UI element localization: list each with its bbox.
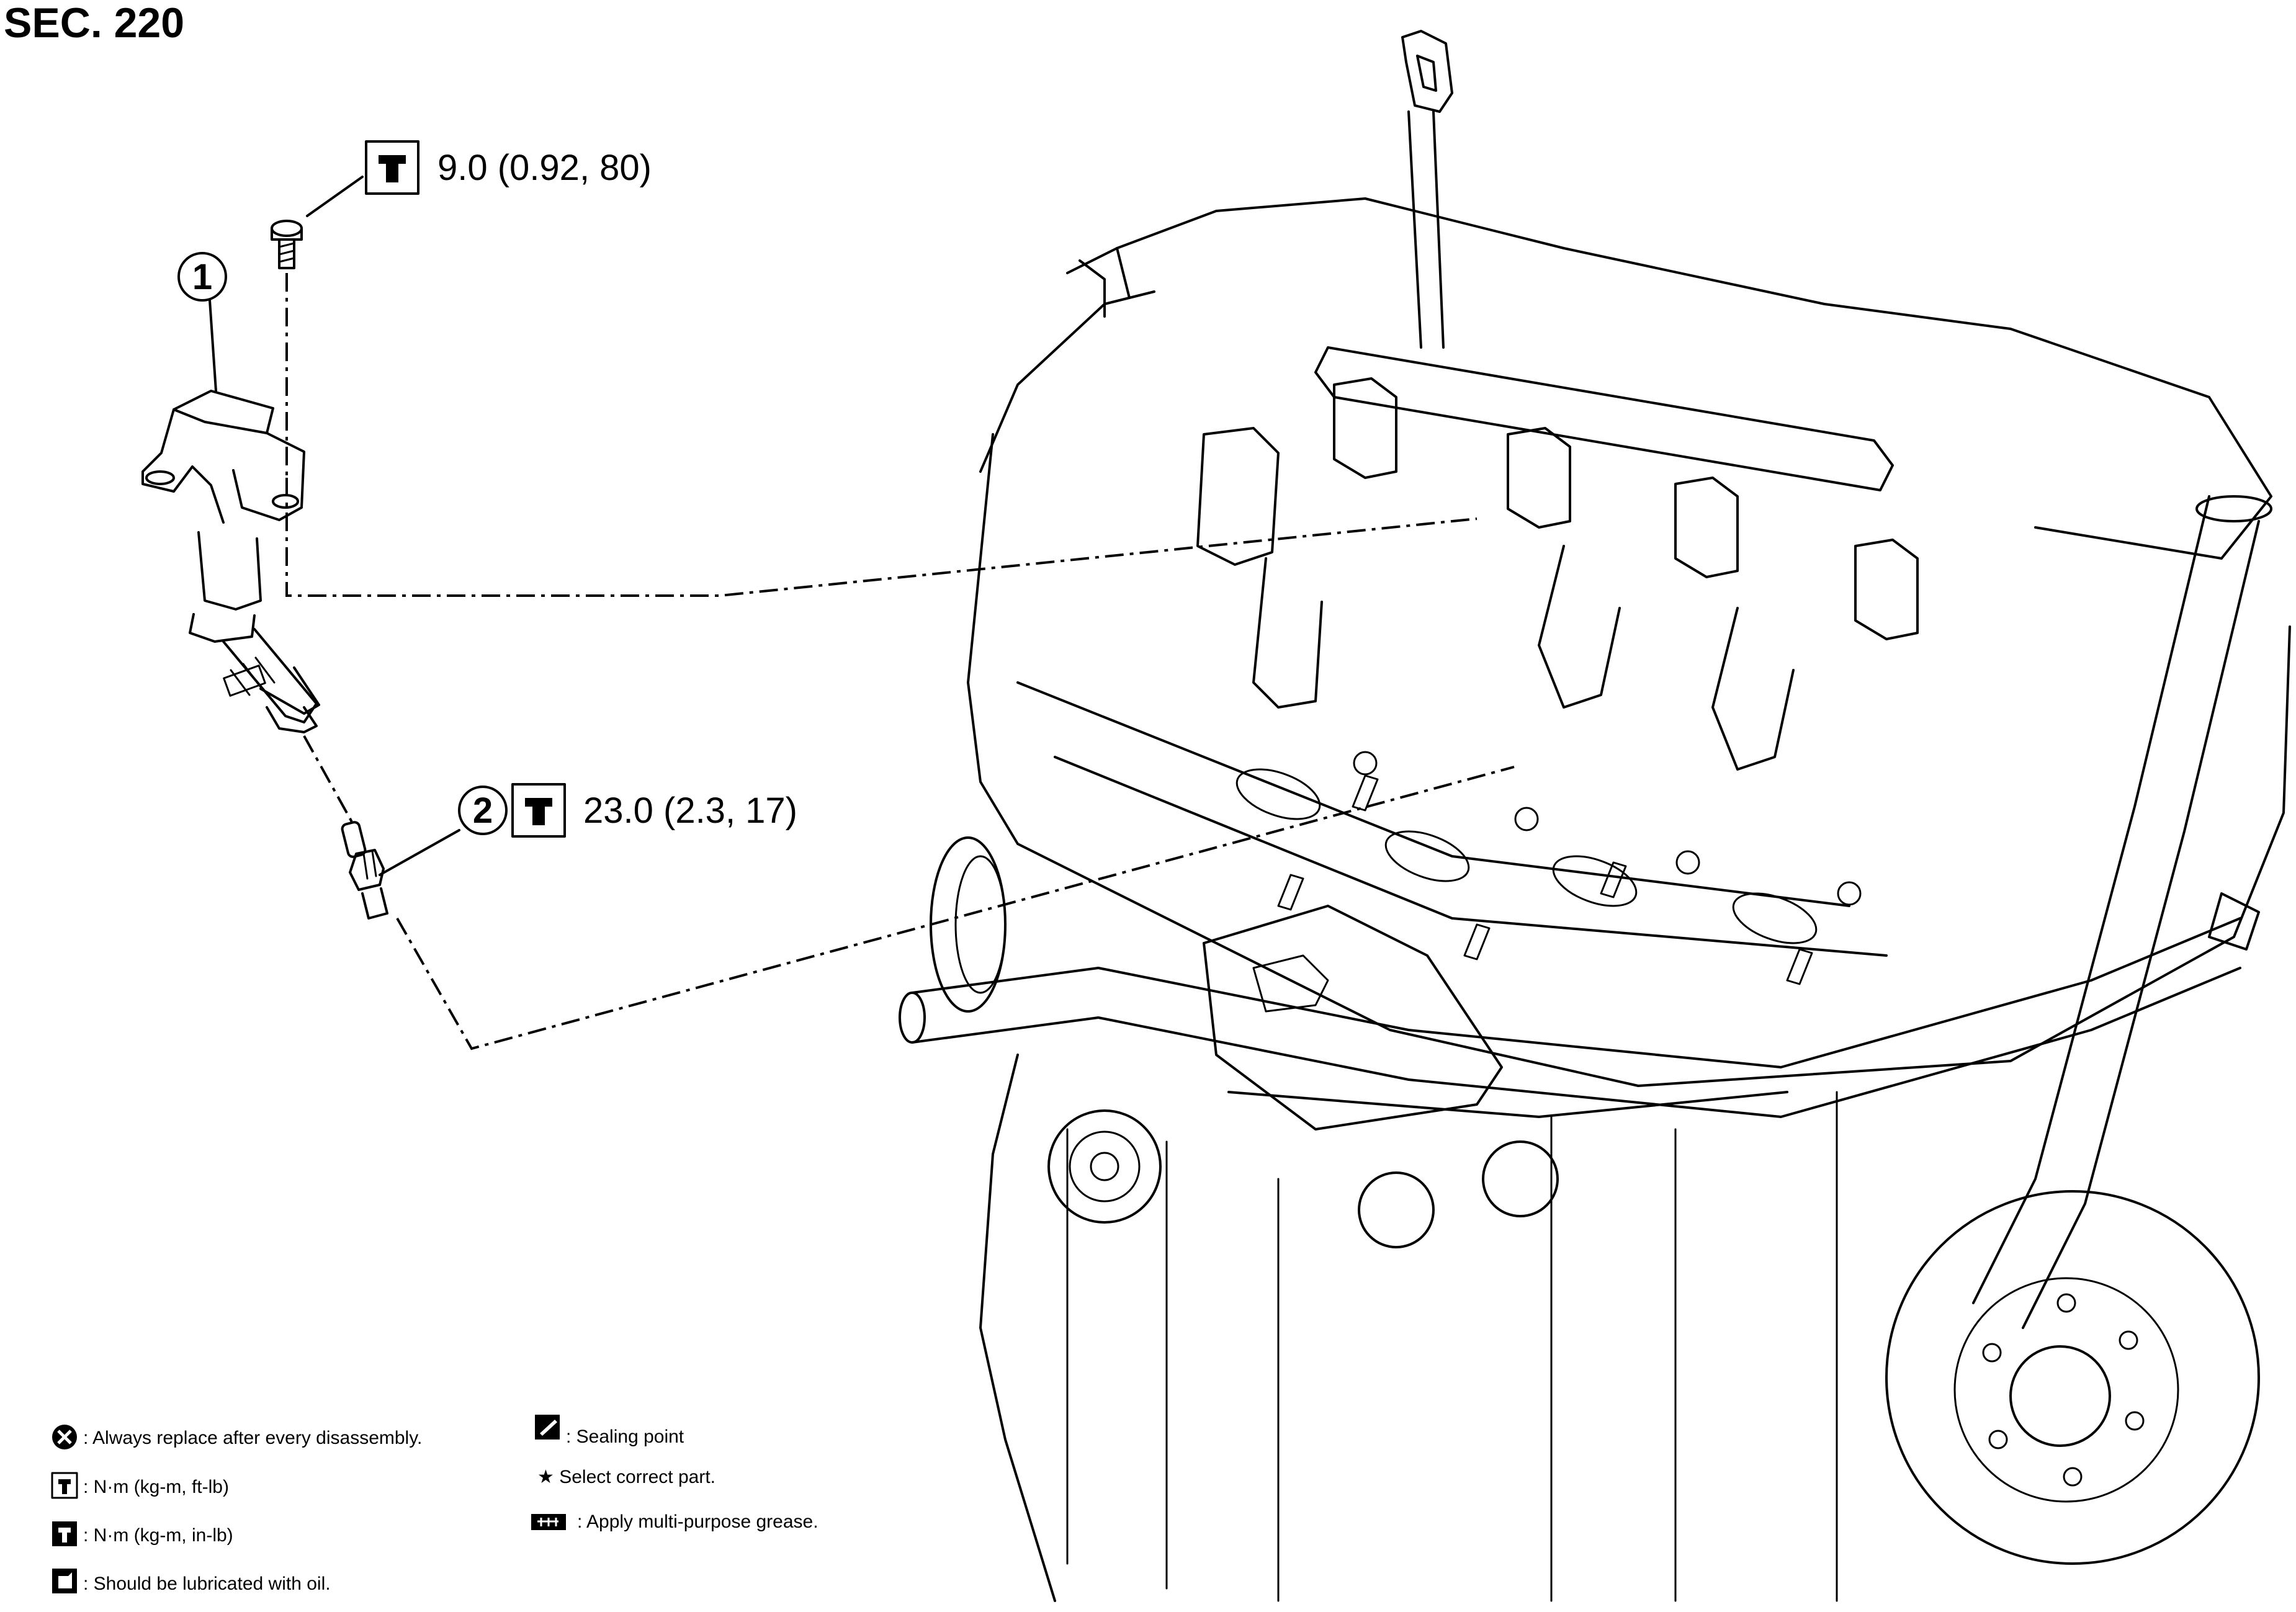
assembly-dash-plug-upper	[303, 735, 355, 826]
assembly-dash-plug	[396, 766, 1515, 1050]
engine-illustration	[899, 30, 2291, 1602]
legend-item-grease: : Apply multi-purpose grease.	[531, 1511, 818, 1532]
svg-text:: N·m (kg-m, ft-lb): : N·m (kg-m, ft-lb)	[83, 1477, 229, 1497]
star-icon: ★ Select correct part.	[537, 1467, 715, 1487]
callout-number-2: 2	[473, 790, 493, 831]
legend-item-torque-ftlb: : N·m (kg-m, ft-lb)	[51, 1472, 229, 1499]
leader-line-torque-1	[306, 176, 364, 217]
callout-number-1: 1	[192, 257, 212, 297]
wrench-nm-icon	[51, 1472, 78, 1499]
svg-text:: N·m (kg-m, in-lb): : N·m (kg-m, in-lb)	[83, 1525, 233, 1546]
legend-item-torque-inlb: : N·m (kg-m, in-lb)	[52, 1521, 233, 1546]
camshaft-position-sensor	[141, 390, 320, 733]
section-label: SEC. 220	[4, 0, 184, 47]
bolt	[271, 220, 303, 269]
torque-spec-1: 9.0 (0.92, 80)	[306, 140, 652, 217]
svg-text:: Sealing point: : Sealing point	[566, 1426, 684, 1447]
svg-text:: Apply multi-purpose grease.: : Apply multi-purpose grease.	[577, 1511, 818, 1532]
assembly-dash-sensor	[285, 478, 1478, 597]
leader-line-2	[379, 829, 460, 876]
legend-item-oil: : Should be lubricated with oil.	[52, 1569, 331, 1594]
callout-circle-1	[177, 252, 227, 302]
legend: : Always replace after every disassembly…	[51, 1415, 818, 1594]
leader-line-1	[209, 299, 217, 392]
legend-item-replace: : Always replace after every disassembly…	[52, 1425, 422, 1449]
legend-item-sealing: : Sealing point	[535, 1415, 684, 1447]
legend-item-select-part: ★ Select correct part.	[537, 1467, 715, 1487]
part-1-callout: 1	[177, 252, 227, 392]
callout-circle-2	[458, 786, 508, 835]
wrench-inlb-icon	[365, 140, 419, 195]
part-2-plug	[341, 821, 388, 920]
wrench-nm-icon	[511, 783, 566, 838]
torque-value-1: 9.0 (0.92, 80)	[437, 148, 652, 188]
torque-value-2: 23.0 (2.3, 17)	[583, 790, 797, 831]
svg-text:: Always replace after every d: : Always replace after every disassembly…	[83, 1428, 422, 1448]
svg-text:: Should be lubricated with oi: : Should be lubricated with oil.	[83, 1574, 331, 1594]
part-2-callout: 2 23.0 (2.3, 17)	[379, 783, 797, 876]
